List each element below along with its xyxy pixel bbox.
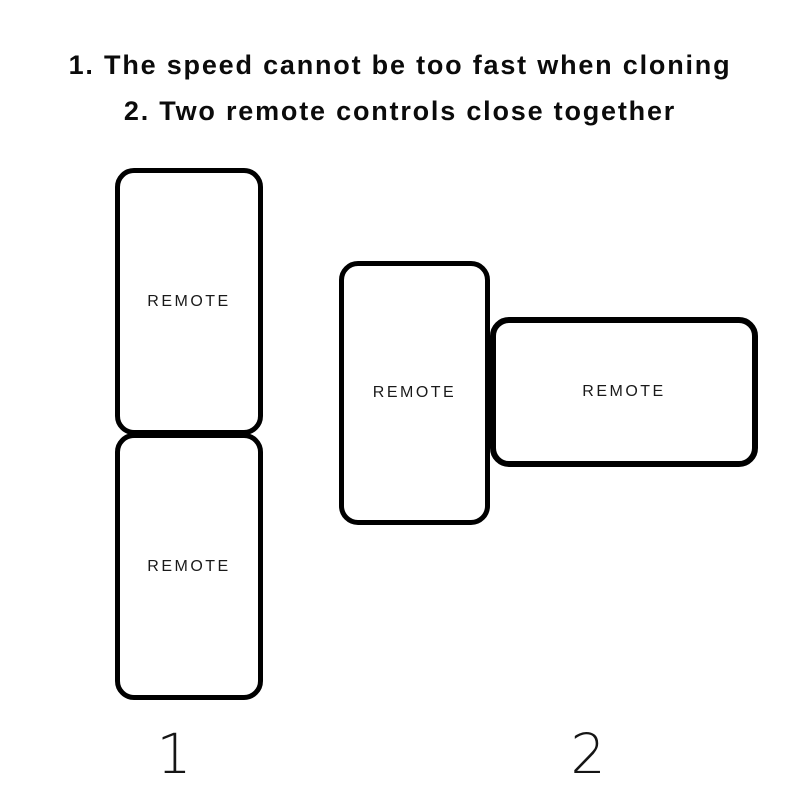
group-2-number: 2	[570, 722, 606, 786]
remote-card-group2-horizontal: REMOTE	[490, 317, 758, 467]
instructions-heading: 1. The speed cannot be too fast when clo…	[0, 42, 800, 134]
remote-card-group1-top: REMOTE	[115, 168, 263, 435]
remote-card-group1-bottom: REMOTE	[115, 433, 263, 700]
instruction-line-1: 1. The speed cannot be too fast when clo…	[68, 50, 732, 80]
group-1-number: 1	[156, 722, 192, 786]
remote-card-group2-vertical: REMOTE	[339, 261, 490, 525]
remote-card-label: REMOTE	[147, 292, 231, 310]
remote-card-label: REMOTE	[372, 384, 457, 401]
instruction-line-2: 2. Two remote controls close together	[123, 96, 677, 126]
remote-card-label: REMOTE	[147, 557, 231, 575]
remote-card-label: REMOTE	[582, 383, 666, 400]
